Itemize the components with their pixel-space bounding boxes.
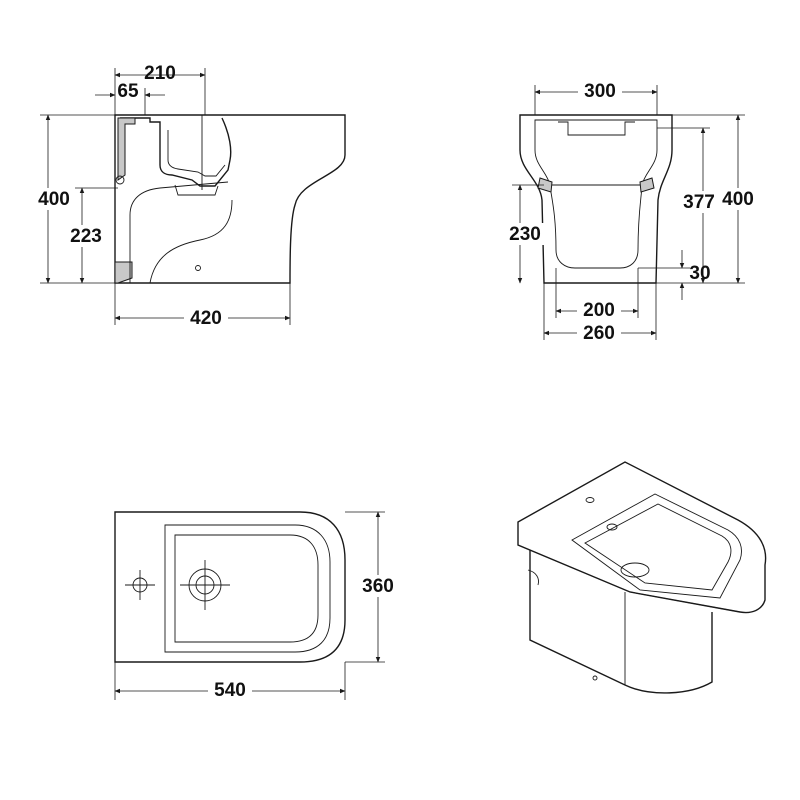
dim-front-300: 300 (584, 81, 616, 102)
side-view-base-hatch (114, 261, 133, 284)
side-view-body-outline (114, 114, 346, 284)
side-view-overflow-hole (115, 175, 125, 185)
side-view-fixing-hole (195, 265, 201, 271)
iso-top-outline (517, 461, 767, 614)
side-view-rim-hatch (117, 117, 136, 181)
front-view: 300 400 377 230 30 200 260 (505, 80, 758, 344)
plan-view-bowl-outer (164, 524, 331, 653)
iso-rim (571, 493, 742, 599)
dim-plan-360: 360 (362, 576, 394, 597)
dim-front-200: 200 (583, 300, 615, 321)
dim-side-65: 65 (117, 81, 139, 102)
dim-front-377: 377 (683, 192, 715, 213)
iso-waste (620, 562, 650, 578)
side-view-bowl-inner (167, 130, 226, 177)
iso-tap-hole (606, 523, 618, 531)
front-view-hatch-right (639, 177, 655, 193)
side-view: 210 65 400 223 420 (36, 63, 346, 329)
iso-fixing-hole (592, 675, 598, 681)
isometric-view (517, 461, 767, 694)
side-view-s-curve (149, 199, 233, 284)
side-view-bowl-section (120, 117, 232, 187)
front-view-outline (519, 114, 673, 284)
dim-side-400: 400 (38, 189, 70, 210)
side-view-trap (174, 184, 219, 196)
dim-front-30: 30 (689, 263, 710, 284)
front-view-bowl (549, 185, 643, 269)
plan-view-outline (114, 511, 346, 663)
iso-bowl-inner (584, 503, 732, 591)
front-view-top-notch (558, 121, 635, 136)
iso-pedestal (529, 550, 713, 694)
iso-side-curve (527, 569, 539, 586)
dim-side-223: 223 (70, 226, 102, 247)
iso-top-edge (517, 544, 741, 613)
dim-side-210: 210 (144, 63, 176, 84)
dim-plan-540: 540 (214, 680, 246, 701)
front-view-rim-inner (534, 119, 658, 186)
dim-front-400: 400 (722, 189, 754, 210)
dim-front-230: 230 (509, 224, 541, 245)
side-view-lower-curve (129, 181, 229, 283)
dim-side-420: 420 (190, 308, 222, 329)
plan-view: 360 540 (114, 511, 398, 701)
iso-overflow (585, 497, 595, 503)
plan-view-bowl-inner (174, 534, 319, 643)
dim-front-260: 260 (583, 323, 615, 344)
